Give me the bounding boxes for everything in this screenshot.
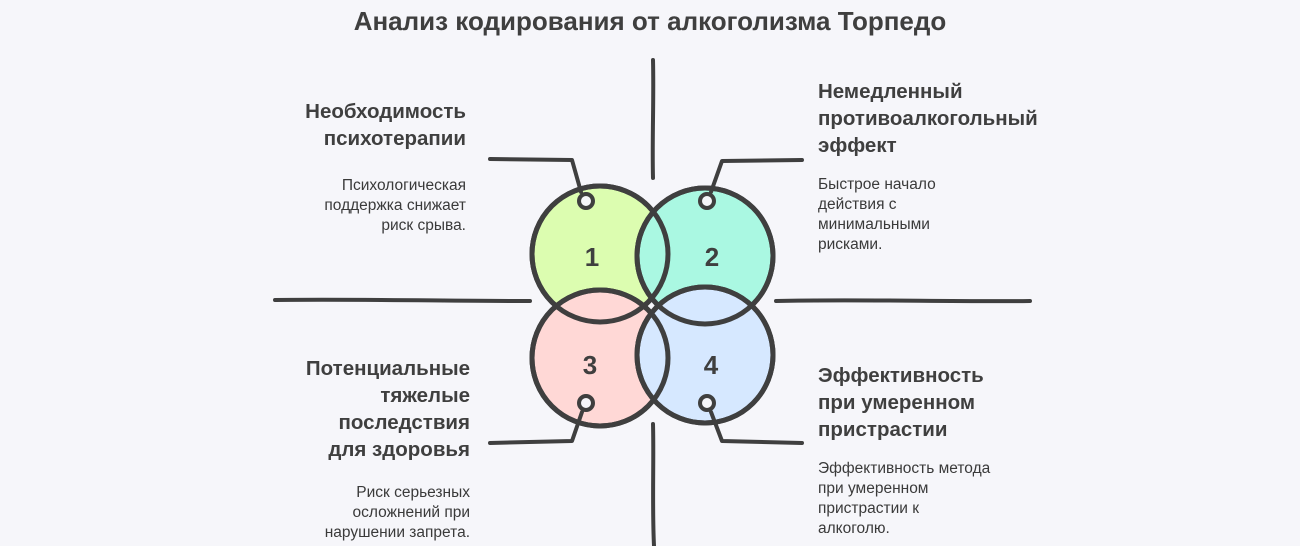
circle-number-1: 1	[585, 242, 599, 272]
circle-number-2: 2	[705, 242, 719, 272]
connector-dot-4	[698, 394, 716, 412]
item-text-4: Эффективность метода при умеренном прист…	[818, 460, 991, 537]
circle-number-4: 4	[704, 350, 719, 380]
circle-outlines	[529, 183, 776, 429]
circle-number-3: 3	[583, 350, 597, 380]
item-text-2: Быстрое начало действия с минимальными р…	[818, 176, 936, 253]
item-title-1: Необходимость психотерапии	[305, 100, 466, 150]
axis-lines	[273, 58, 1032, 546]
connector-1	[488, 157, 583, 194]
item-text-1: Психологическая поддержка снижает риск с…	[324, 177, 466, 234]
connector-dot-2	[698, 192, 716, 210]
item-block-4: Эффективность при умеренном пристрастии …	[818, 362, 1078, 539]
item-block-1: Необходимость психотерапии Психологическ…	[206, 98, 466, 236]
circle-numbers: 1 2 3 4	[583, 242, 719, 380]
connector-2	[709, 158, 804, 194]
circles	[529, 183, 776, 429]
item-title-4: Эффективность при умеренном пристрастии	[818, 364, 984, 441]
axis-top-vertical	[650, 58, 656, 180]
axis-right-horizontal	[774, 298, 1032, 304]
connectors	[488, 157, 804, 445]
item-text-3: Риск серьезных осложнений при нарушении …	[324, 484, 470, 541]
axis-bottom-vertical	[651, 422, 656, 546]
page-title: Анализ кодирования от алкоголизма Торпед…	[353, 6, 947, 36]
item-title-3: Потенциальные тяжелые последствия для зд…	[305, 357, 470, 461]
item-block-2: Немедленный противоалкогольный эффект Бы…	[818, 78, 1078, 255]
connector-4	[709, 410, 804, 445]
axis-left-horizontal	[273, 297, 532, 303]
connector-dot-3	[577, 394, 595, 412]
item-title-2: Немедленный противоалкогольный эффект	[818, 80, 1038, 157]
connector-3	[488, 410, 584, 445]
connector-dot-1	[577, 192, 595, 210]
item-block-3: Потенциальные тяжелые последствия для зд…	[210, 355, 470, 543]
